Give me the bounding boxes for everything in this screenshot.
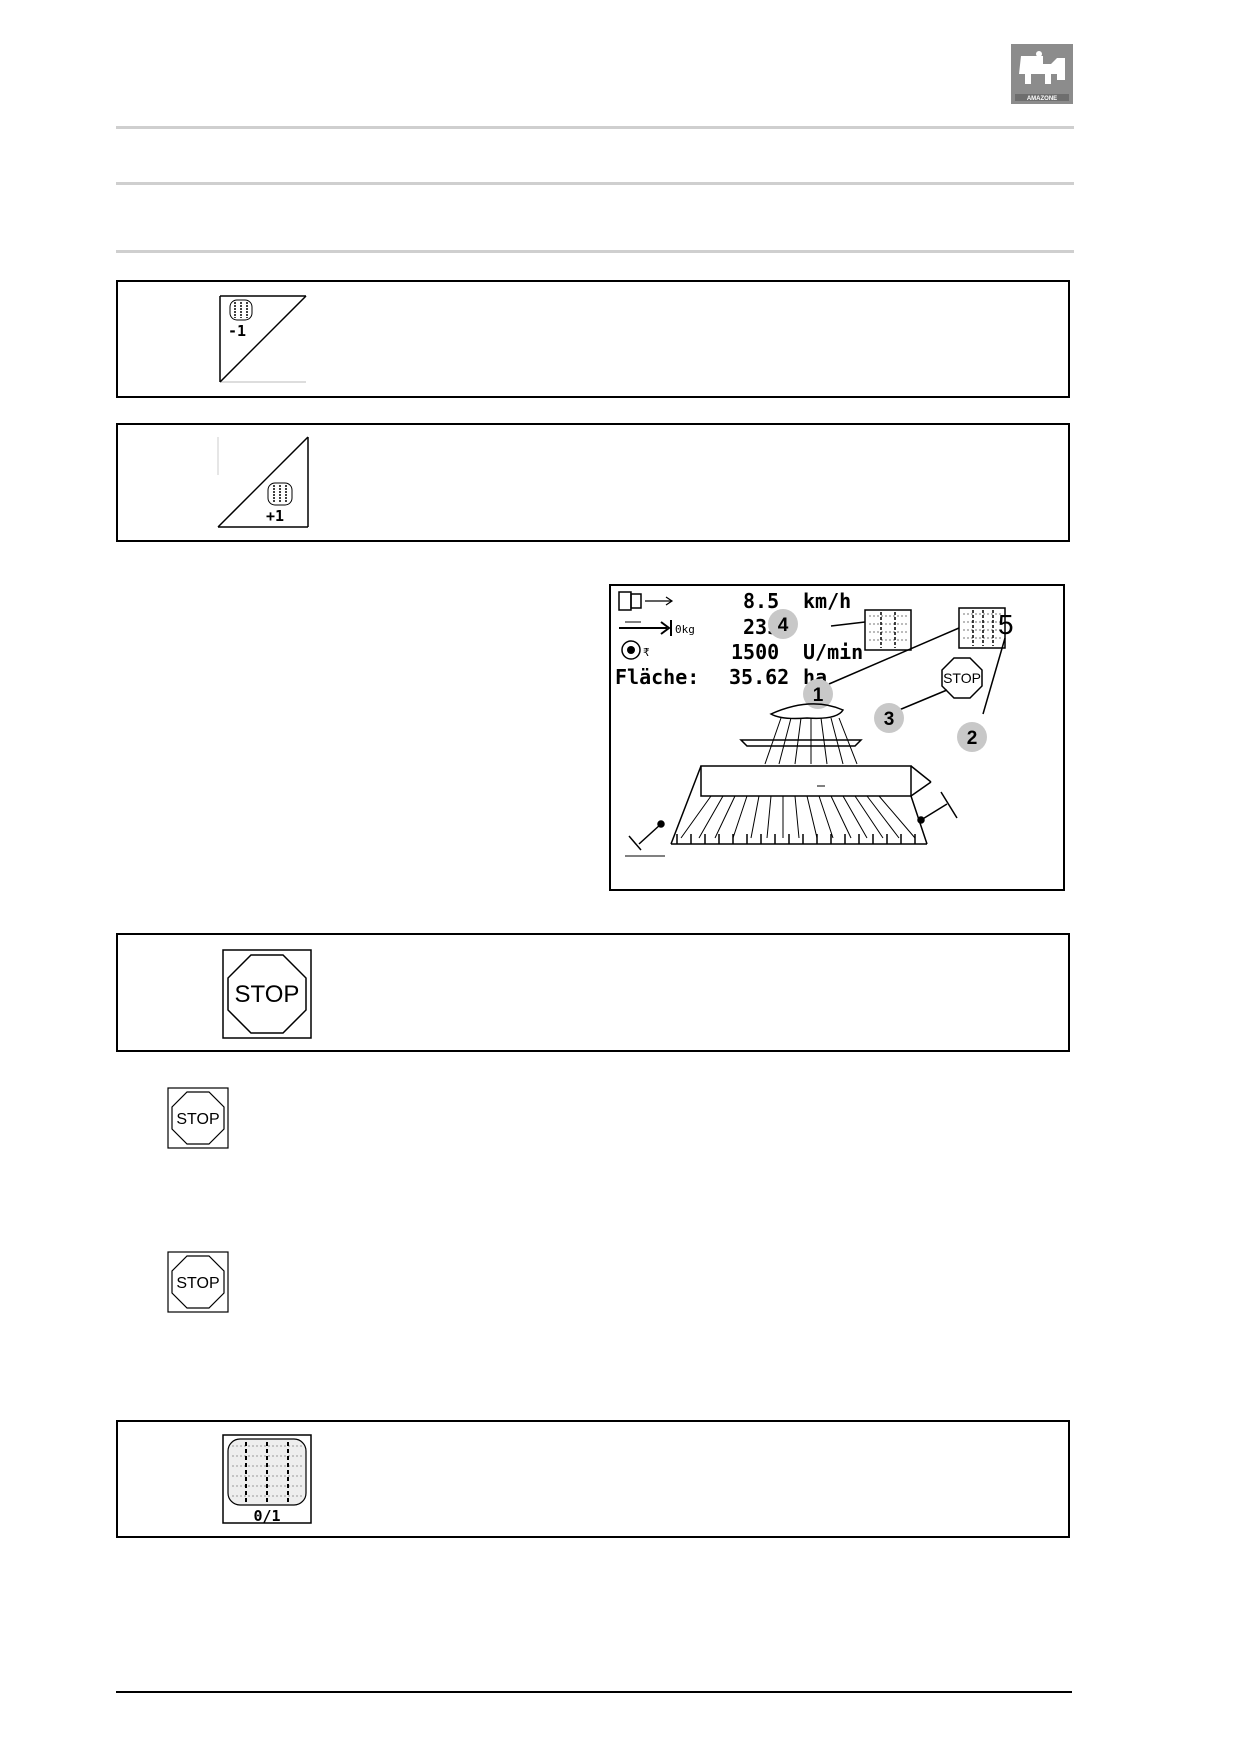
callout-1: 1: [803, 679, 833, 709]
section-toggle-key-icon: 0/1: [222, 1434, 312, 1525]
area-label: Fläche:: [615, 665, 699, 689]
svg-text:-1: -1: [228, 322, 246, 340]
header-rule-2: [116, 182, 1074, 185]
area-value: 35.62: [729, 665, 789, 689]
stop-key-icon: STOP: [222, 949, 312, 1039]
terminal-display: 0kg ₹ 8.5 km/h 2 3 5 1500 U/min Fläche: 35…: [609, 584, 1065, 891]
svg-text:STOP: STOP: [943, 670, 981, 686]
footer-rule: [116, 1691, 1072, 1693]
speed-value: 8.5: [743, 589, 779, 613]
fan-value: 1500: [731, 640, 779, 664]
section-plus-one-key-icon: +1: [216, 435, 312, 531]
svg-text:0/1: 0/1: [253, 1507, 280, 1524]
svg-text:STOP: STOP: [235, 981, 300, 1008]
tramline-pattern-icon: [864, 609, 912, 651]
callout-4: 4: [768, 609, 798, 639]
stop-key-icon: STOP: [167, 1087, 229, 1149]
key-box-plus-one: +1: [116, 423, 1070, 542]
svg-text:0kg: 0kg: [675, 623, 695, 636]
svg-text:₹: ₹: [643, 646, 650, 659]
fan-unit: U/min: [803, 640, 863, 664]
seed-drill-drawing: [625, 703, 958, 857]
svg-text:3: 3: [884, 709, 895, 730]
svg-text:1: 1: [813, 685, 824, 706]
svg-text:2: 2: [967, 728, 978, 749]
header-rule-1: [116, 126, 1074, 129]
key-box-minus-one: -1: [116, 280, 1070, 398]
svg-text:+1: +1: [266, 507, 284, 525]
stop-key-icon: STOP: [167, 1251, 229, 1313]
speed-unit: km/h: [803, 589, 851, 613]
callout-2: 2: [957, 722, 987, 752]
seed-rate-icon: 0kg: [619, 620, 695, 636]
svg-text:4: 4: [778, 615, 789, 636]
svg-text:STOP: STOP: [176, 1275, 219, 1292]
key-box-section-toggle: 0/1: [116, 1420, 1070, 1538]
svg-text:AMAZONE: AMAZONE: [1027, 96, 1057, 102]
fan-icon: ₹: [621, 640, 650, 660]
callout-3: 3: [874, 703, 904, 733]
stop-sign-icon: STOP: [941, 657, 983, 699]
amazone-logo: AMAZONE: [1011, 44, 1073, 104]
speed-icon: [618, 591, 674, 611]
callout-5: 5: [998, 609, 1014, 640]
header-rule-3: [116, 250, 1074, 253]
svg-text:STOP: STOP: [176, 1111, 219, 1128]
section-minus-one-key-icon: -1: [218, 294, 308, 384]
key-box-stop: STOP: [116, 933, 1070, 1052]
